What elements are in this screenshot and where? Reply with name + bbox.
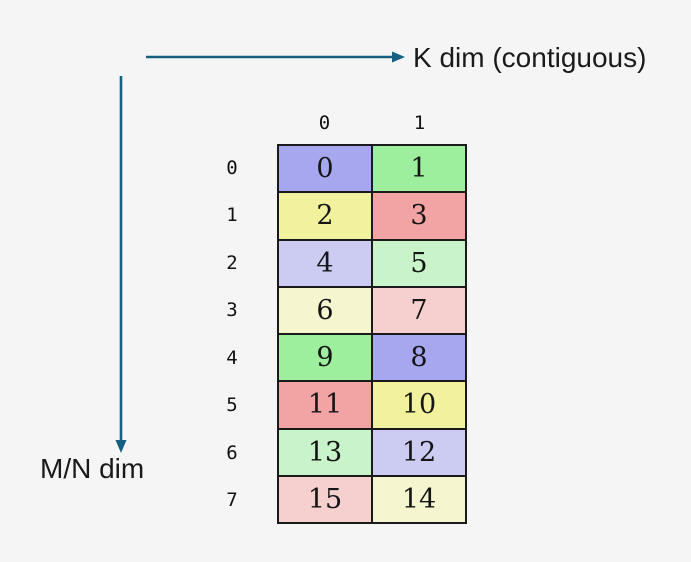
grid-cell: 15 — [278, 475, 372, 523]
row-label-7: 7 — [226, 489, 238, 512]
grid-cell: 2 — [278, 192, 372, 240]
grid-cell: 3 — [372, 192, 466, 240]
grid-cell: 6 — [278, 286, 372, 334]
grid-cell: 5 — [372, 239, 466, 287]
k-dim-label: K dim (contiguous) — [413, 42, 647, 73]
memory-grid: 0 1 2 3 4 5 6 7 9 8 11 10 13 12 15 14 — [277, 144, 467, 524]
grid-cell: 9 — [278, 334, 372, 382]
mn-dim-arrow — [115, 76, 127, 453]
grid-cell: 7 — [372, 286, 466, 334]
grid-cell: 13 — [278, 428, 372, 476]
grid-cell: 8 — [372, 334, 466, 382]
column-header-1: 1 — [413, 112, 426, 134]
grid-cell: 10 — [372, 381, 466, 429]
mn-dim-arrowhead-icon — [115, 440, 127, 453]
row-label-5: 5 — [226, 394, 238, 417]
grid-cell: 1 — [372, 145, 466, 193]
grid-cell: 12 — [372, 428, 466, 476]
row-label-3: 3 — [226, 299, 238, 322]
k-dim-arrow — [146, 51, 405, 63]
row-label-0: 0 — [226, 156, 238, 179]
k-dim-arrowhead-icon — [392, 51, 405, 63]
grid-cell: 4 — [278, 239, 372, 287]
mn-dim-label: M/N dim — [40, 453, 145, 484]
column-headers: 0 1 — [277, 107, 467, 139]
grid-cell: 11 — [278, 381, 372, 429]
row-label-1: 1 — [226, 204, 238, 227]
grid-cell: 0 — [278, 145, 372, 193]
row-label-2: 2 — [226, 251, 238, 274]
column-header-0: 0 — [318, 112, 331, 134]
row-label-4: 4 — [226, 346, 238, 369]
grid-cell: 14 — [372, 475, 466, 523]
row-labels: 0 1 2 3 4 5 6 7 — [210, 144, 254, 524]
row-label-6: 6 — [226, 441, 238, 464]
